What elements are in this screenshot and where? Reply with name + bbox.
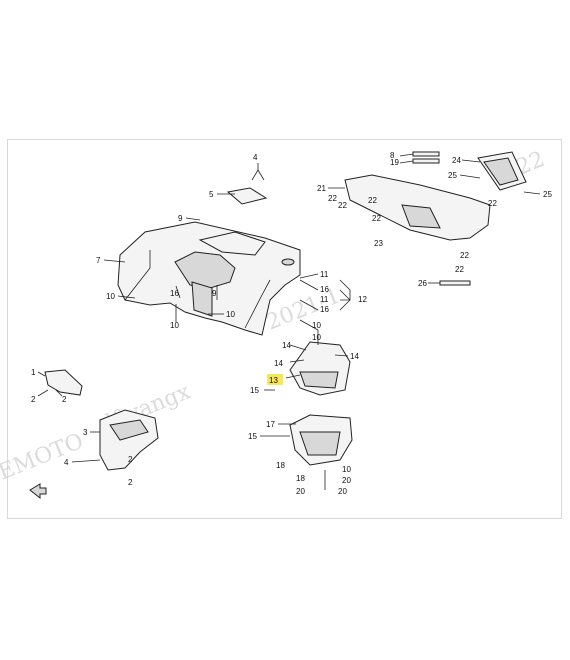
leader-lines	[37, 153, 541, 490]
callout-5: 5	[209, 190, 214, 199]
callout-2-d: 2	[128, 478, 133, 487]
callout-18-b: 18	[296, 474, 305, 483]
callout-2-c: 2	[128, 455, 133, 464]
callout-23: 23	[374, 239, 383, 248]
leader-14a	[289, 344, 307, 363]
fender-top-recess	[198, 231, 266, 256]
callout-10-e: 10	[312, 321, 321, 330]
watermark-brand: EMOTO	[0, 429, 87, 486]
callout-13: 13	[269, 376, 278, 385]
callout-15-a: 15	[250, 386, 259, 395]
storage-box-inner	[299, 371, 339, 389]
lower-tub-assembly	[289, 414, 353, 466]
callout-26: 26	[418, 279, 427, 288]
callout-4-top: 4	[253, 153, 258, 162]
callout-21: 21	[317, 184, 326, 193]
callout-18-a: 18	[276, 461, 285, 470]
callout-14-a: 14	[282, 341, 291, 350]
seal-strip-26	[439, 280, 471, 286]
leader-1-2	[37, 371, 63, 397]
fender-bracket	[191, 281, 213, 317]
callout-16-b: 16	[320, 285, 329, 294]
callout-10-mid: 10	[226, 310, 235, 319]
lower-tub-inner	[299, 431, 341, 456]
callout-24: 24	[452, 156, 461, 165]
dash-panel-assembly	[344, 151, 527, 286]
front-direction-icon	[29, 483, 47, 500]
rear-fender-assembly	[117, 221, 301, 336]
callout-labels: 4 5 9 7 10 16 10 9 10 11 16 16 11 12 10 …	[31, 151, 552, 496]
callout-25-a: 25	[448, 171, 457, 180]
callout-11-a: 11	[320, 270, 329, 279]
storage-box-assembly	[289, 341, 351, 396]
leader-10a	[117, 295, 136, 299]
seal-strip-8	[412, 151, 440, 157]
leader-25a	[459, 174, 481, 179]
callout-9-top: 9	[178, 214, 183, 223]
instrument-screen	[483, 157, 519, 186]
leader-16-group	[299, 279, 319, 331]
dash-display-recess	[401, 204, 441, 229]
callout-13-highlight	[267, 374, 283, 385]
diagram-frame	[7, 139, 562, 519]
callout-12: 12	[358, 295, 367, 304]
callout-22-b: 22	[338, 201, 347, 210]
callout-22-f: 22	[460, 251, 469, 260]
callout-8: 8	[390, 151, 395, 160]
leader-4-bottom	[71, 459, 101, 463]
left-bracket-part-1	[44, 369, 83, 396]
callout-20-a: 20	[296, 487, 305, 496]
fender-rib-left	[124, 250, 151, 301]
callout-10-f: 10	[312, 333, 321, 342]
callout-1: 1	[31, 368, 36, 377]
callout-11-b: 11	[320, 295, 329, 304]
leader-12	[339, 279, 351, 311]
callout-22-g: 22	[455, 265, 464, 274]
leader-4-top	[251, 163, 265, 181]
leader-16a	[175, 285, 181, 299]
callout-3: 3	[83, 428, 88, 437]
callout-16-c: 16	[320, 305, 329, 314]
leader-9a	[185, 217, 201, 221]
side-bracket-assembly	[99, 409, 159, 471]
seal-strip-19	[412, 158, 440, 164]
callout-9-mid: 9	[212, 289, 217, 298]
callout-22-d: 22	[372, 214, 381, 223]
callout-22-a: 22	[328, 194, 337, 203]
callout-22-c: 22	[368, 196, 377, 205]
callout-20-b: 20	[338, 487, 347, 496]
leader-8-19	[399, 153, 414, 164]
callout-10-lower: 10	[170, 321, 179, 330]
callout-14-b: 14	[274, 359, 283, 368]
callout-4-bottom: 4	[64, 458, 69, 467]
callout-10-left: 10	[106, 292, 115, 301]
callout-15-b: 15	[248, 432, 257, 441]
callout-10-g: 10	[342, 465, 351, 474]
callout-2-b: 2	[62, 395, 67, 404]
leader-7	[103, 259, 126, 263]
leader-14c	[334, 354, 349, 357]
callout-2-a: 2	[31, 395, 36, 404]
callout-25-b: 25	[543, 190, 552, 199]
fender-rib-right	[244, 279, 271, 329]
leader-11a	[299, 273, 319, 279]
plate-part-5	[226, 187, 268, 205]
callout-20-c: 20	[342, 476, 351, 485]
leader-25b	[523, 191, 541, 195]
callout-19: 19	[390, 158, 399, 167]
fender-hole	[281, 258, 295, 266]
callout-16-left: 16	[170, 289, 179, 298]
callout-7: 7	[96, 256, 101, 265]
callout-22-e: 22	[488, 199, 497, 208]
leader-13	[285, 374, 301, 379]
callout-14-c: 14	[350, 352, 359, 361]
leader-24	[461, 159, 481, 163]
callout-17: 17	[266, 420, 275, 429]
side-bracket-pad	[109, 419, 149, 441]
